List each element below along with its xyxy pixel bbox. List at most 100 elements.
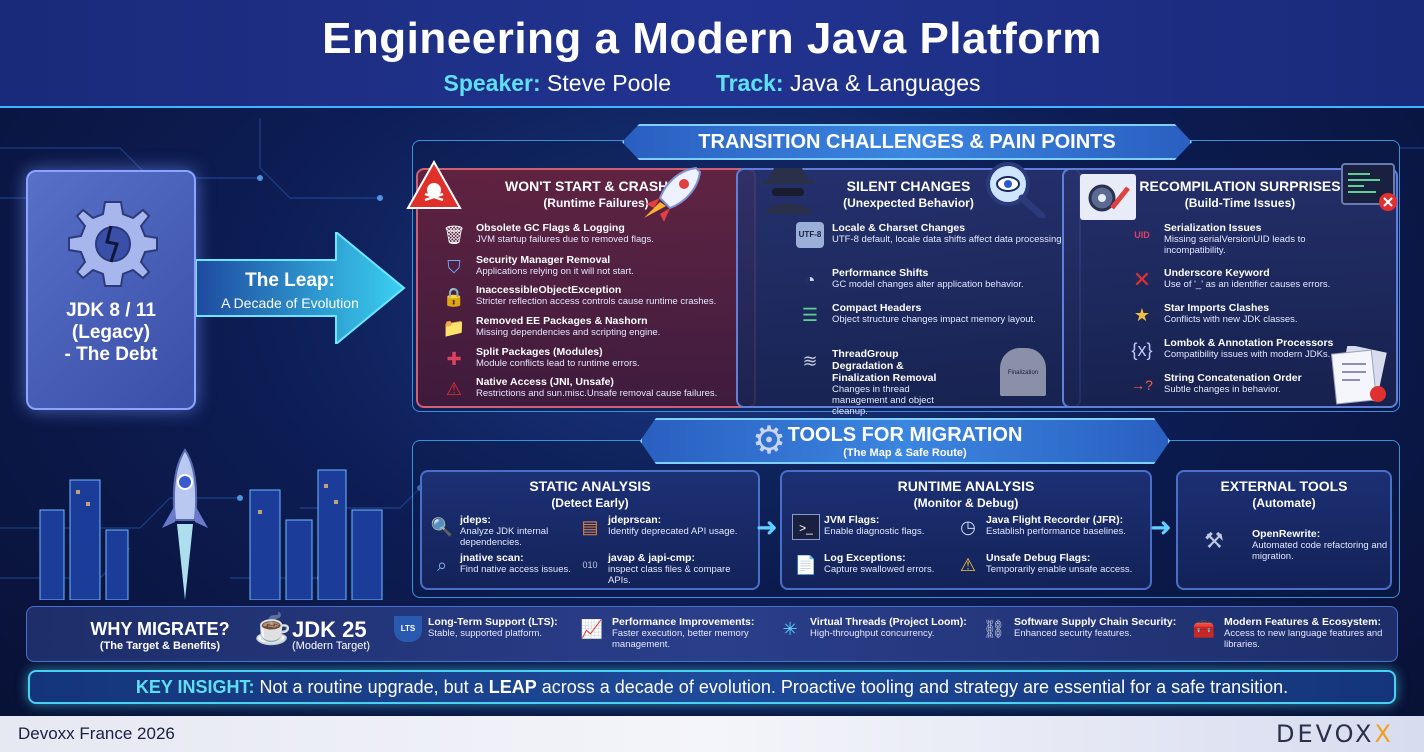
- treasure-chest-icon: 🧰: [1192, 619, 1216, 639]
- spy-icon: [762, 168, 814, 214]
- folder-icon: 📁: [442, 318, 466, 338]
- cross-icon: ✕: [1132, 267, 1152, 292]
- list-item: 📁 Removed EE Packages & Nashorn Missing …: [440, 315, 740, 338]
- legacy-box: JDK 8 / 11 (Legacy) - The Debt: [26, 170, 196, 410]
- insight-emphasis: LEAP: [488, 677, 537, 697]
- header: Engineering a Modern Java Platform Speak…: [0, 0, 1424, 108]
- shield-icon: ⛉: [447, 257, 461, 277]
- puzzle-icon: ✚: [446, 349, 462, 369]
- crash-title: WON'T START & CRASHES: [505, 178, 687, 194]
- tool-item: ⚒ OpenRewrite: Automated code refactorin…: [1200, 528, 1390, 562]
- deprecated-scan-icon: ▤: [581, 517, 599, 537]
- lts-shield-icon: LTS: [394, 616, 422, 642]
- silent-title: SILENT CHANGES: [846, 178, 971, 194]
- insight-label: KEY INSIGHT:: [135, 677, 255, 697]
- gear-broken-icon: [68, 201, 158, 287]
- insight-text-before: Not a routine upgrade, but a: [254, 677, 489, 697]
- external-subtitle: (Automate): [1252, 496, 1316, 510]
- speaker-label: Speaker:: [443, 70, 541, 96]
- terminal-icon: >_: [792, 514, 820, 540]
- stars-icon: ★: [1133, 305, 1151, 325]
- tool-item: >_ JVM Flags: Enable diagnostic flags.: [792, 514, 962, 540]
- tools-banner: TOOLS FOR MIGRATION (The Map & Safe Rout…: [640, 418, 1170, 464]
- key-insight-bar: KEY INSIGHT: Not a routine upgrade, but …: [28, 670, 1396, 704]
- list-item: ⚠ Native Access (JNI, Unsafe) Restrictio…: [440, 376, 740, 399]
- list-item: UID Serialization Issues Missing serialV…: [1128, 222, 1328, 256]
- external-title: EXTERNAL TOOLS: [1220, 478, 1348, 494]
- panel-silent-changes: SILENT CHANGES (Unexpected Behavior) UTF…: [736, 162, 1081, 417]
- why-title: WHY MIGRATE?: [90, 619, 230, 639]
- page-title: Engineering a Modern Java Platform: [322, 14, 1102, 63]
- panel-runtime-failures: WON'T START & CRASHES (Runtime Failures)…: [406, 160, 756, 408]
- chain-link-icon: ⛓: [982, 619, 1006, 639]
- static-title: STATIC ANALYSIS: [529, 478, 651, 494]
- list-item: ◔ Performance Shifts GC model changes al…: [796, 267, 1096, 290]
- static-subtitle: (Detect Early): [551, 496, 629, 510]
- robot-arm-icon: ⚒: [1204, 528, 1224, 553]
- recomp-title: RECOMPILATION SURPRISES: [1139, 178, 1341, 194]
- list-item: UTF-8 Locale & Charset Changes UTF-8 def…: [796, 222, 1096, 248]
- warning-terminal-icon: ⚠: [959, 555, 977, 575]
- subtitle: Speaker: Steve Poole Track: Java & Langu…: [0, 70, 1424, 97]
- leap-title: The Leap:: [245, 270, 335, 291]
- memory-stack-icon: ☰: [801, 305, 819, 325]
- network-nodes-icon: ✳: [782, 619, 798, 639]
- list-item: ≋ ThreadGroup Degradation & Finalization…: [796, 348, 946, 417]
- devoxx-logo: DEVOXX: [1276, 720, 1394, 748]
- list-item: ✕ Underscore Keyword Use of '_' as an id…: [1128, 267, 1348, 292]
- list-item: ✚ Split Packages (Modules) Module confli…: [440, 346, 740, 369]
- legacy-label-line3: - The Debt: [64, 344, 158, 365]
- legacy-label-line1: JDK 8 / 11: [66, 300, 156, 321]
- tool-item: ▤ jdeprscan: Identify deprecated API usa…: [576, 514, 746, 537]
- thread-icon: ≋: [802, 351, 818, 371]
- list-item: →? String Concatenation Order Subtle cha…: [1128, 372, 1348, 395]
- gear-wrench-icon: [1080, 174, 1136, 220]
- leap-arrow: [196, 232, 406, 344]
- arrow-right-icon: ➜: [756, 512, 778, 542]
- panel-recompilation: RECOMPILATION SURPRISES (Build-Time Issu…: [1062, 163, 1398, 408]
- gauge-icon: ◔: [804, 270, 816, 290]
- native-scan-icon: ⌕: [436, 555, 448, 575]
- benefit-item: 🧰 Modern Features & Ecosystem: Access to…: [1190, 616, 1394, 650]
- benefit-item: LTS Long-Term Support (LTS): Stable, sup…: [394, 616, 564, 642]
- tools-subtitle: (The Map & Safe Route): [843, 447, 967, 459]
- benefit-item: ✳ Virtual Threads (Project Loom): High-t…: [776, 616, 976, 639]
- uid-link-icon: UID: [1134, 230, 1150, 240]
- leap-text: The Leap: A Decade of Evolution: [200, 270, 380, 311]
- tools-title: TOOLS FOR MIGRATION: [787, 424, 1023, 446]
- panel-runtime-analysis: RUNTIME ANALYSIS (Monitor & Debug) >_ JV…: [780, 470, 1152, 590]
- why-migrate-bar: [26, 606, 1398, 662]
- tool-item: ◷ Java Flight Recorder (JFR): Establish …: [954, 514, 1150, 537]
- utf8-icon: UTF-8: [796, 222, 824, 248]
- leap-subtitle: A Decade of Evolution: [221, 295, 359, 311]
- runtime-subtitle: (Monitor & Debug): [913, 496, 1019, 510]
- tool-item: ⌕ jnative scan: Find native access issue…: [428, 552, 598, 575]
- lock-icon: 🔒: [442, 287, 466, 307]
- list-item: ★ Star Imports Clashes Conflicts with ne…: [1128, 302, 1348, 325]
- tool-item: 🔍 jdeps: Analyze JDK internal dependenci…: [428, 514, 598, 548]
- footer-event: Devoxx France 2026: [18, 724, 175, 743]
- warning-skull-icon: [406, 160, 462, 209]
- magnifier-icon: 🔍: [430, 517, 454, 537]
- panel-external-tools: EXTERNAL TOOLS (Automate) ⚒ OpenRewrite:…: [1176, 470, 1392, 590]
- track-name: Java & Languages: [789, 70, 981, 96]
- speedometer-icon: ◷: [960, 517, 976, 537]
- list-item: 🔒 InaccessibleObjectException Stricter r…: [440, 284, 740, 307]
- arrow-right-icon: ➜: [1150, 512, 1172, 542]
- code-window-icon: [1341, 163, 1397, 211]
- list-item: ☰ Compact Headers Object structure chang…: [796, 302, 1096, 325]
- gear-wrench-icon: ⚙: [752, 420, 787, 462]
- trash-warning-icon: 🗑: [442, 225, 466, 245]
- footer: [0, 716, 1424, 752]
- tool-item: 📄 Log Exceptions: Capture swallowed erro…: [792, 552, 962, 575]
- silent-subtitle: (Unexpected Behavior): [843, 196, 974, 210]
- benefit-item: 📈 Performance Improvements: Faster execu…: [578, 616, 768, 650]
- speaker-name: Steve Poole: [547, 70, 672, 96]
- track-label: Track:: [715, 70, 784, 96]
- tool-item: ⚠ Unsafe Debug Flags: Temporarily enable…: [954, 552, 1150, 575]
- rocket-icon: [644, 166, 702, 222]
- legacy-label-line2: (Legacy): [71, 322, 151, 343]
- growth-chart-icon: 📈: [580, 619, 604, 639]
- binary-compare-icon: 010: [582, 560, 598, 570]
- jdk25-subtitle: (Modern Target): [292, 640, 371, 652]
